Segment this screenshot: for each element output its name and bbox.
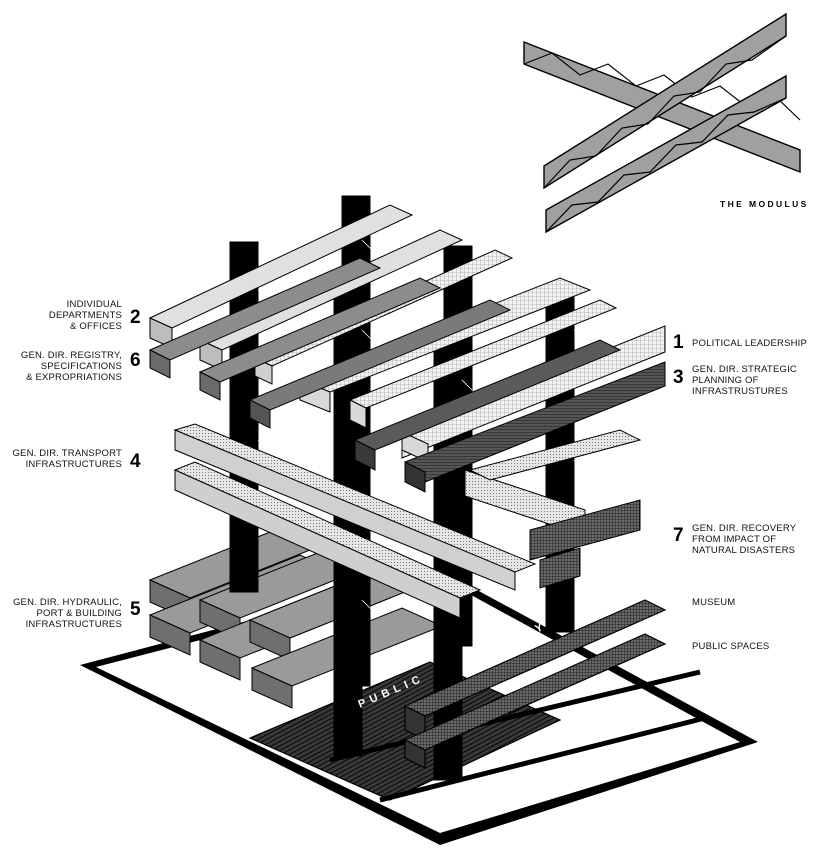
label-public-spaces: PUBLIC SPACES [692,641,770,652]
label-number-1: 1 [673,332,684,353]
label-strategic-planning: GEN. DIR. STRATEGIC PLANNING OF INFRASTR… [692,364,797,397]
label-registry: GEN. DIR. REGISTRY, SPECIFICATIONS & EXP… [20,350,122,383]
level-7-beams [529,499,641,589]
label-museum: MUSEUM [692,597,736,608]
level-4-beams [173,423,642,619]
modulus-truss [523,12,801,234]
label-number-6: 6 [130,350,141,371]
truss-b [543,12,787,190]
level-6-beams [148,257,442,401]
label-number-4: 4 [130,451,141,472]
label-hydraulic: GEN. DIR. HYDRAULIC, PORT & BUILDING INF… [12,597,122,630]
label-individual-departments: INDIVIDUAL DEPARTMENTS & OFFICES [48,299,122,332]
truss-c [545,74,787,234]
label-transport: GEN. DIR. TRANSPORT INFRASTRUCTURES [12,448,122,470]
label-political-leadership: POLITICAL LEADERSHIP [692,338,808,349]
label-number-2: 2 [130,307,141,328]
label-number-5: 5 [130,599,141,620]
modulus-title: THE MODULUS [720,199,809,209]
level-3-beams [248,299,666,493]
label-recovery: GEN. DIR. RECOVERY FROM IMPACT OF NATURA… [692,523,797,556]
label-number-3: 3 [673,367,684,388]
public-gallery-blocks [403,599,667,769]
label-number-7: 7 [673,525,684,546]
